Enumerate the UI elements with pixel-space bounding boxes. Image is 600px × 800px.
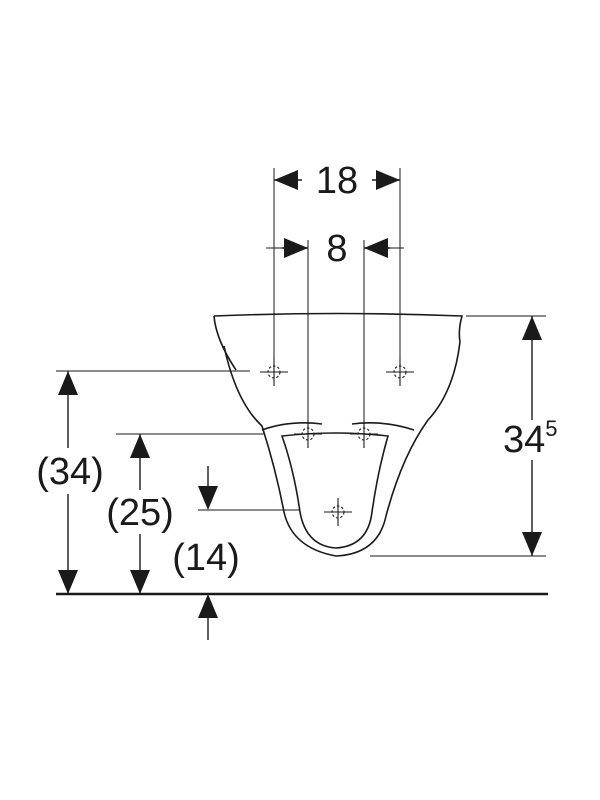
dim-345-main: 34: [503, 419, 545, 461]
dimension-lines: [58, 170, 542, 640]
dim-345-line: [522, 316, 542, 556]
bowl-outer-shell: [223, 341, 461, 557]
bowl-left-rim: [213, 315, 237, 371]
dim-25-line: [130, 434, 150, 594]
bowl-rim: [213, 312, 464, 343]
dim-345-superscript: 5: [545, 416, 557, 441]
bowl-inner-edge: [261, 422, 323, 431]
bowl-inner-edge-right: [351, 422, 415, 431]
dim-18-label: 18: [316, 160, 358, 202]
bowl-front-face: [280, 432, 390, 549]
dim-8-line: [282, 238, 390, 258]
dim-345-label: 345: [503, 416, 558, 461]
dim-34-line: [58, 371, 78, 594]
dim-34-label: (34): [36, 451, 104, 493]
dim-14-label: (14): [172, 537, 240, 579]
dim-25-label: (25): [106, 492, 174, 534]
dim-14-line: [198, 466, 218, 640]
dimension-labels: 18 8 345 (34) (25) (14): [36, 160, 557, 579]
dim-8-label: 8: [326, 228, 347, 270]
drain-hole-icon: [323, 497, 353, 527]
dim-18-line: [274, 170, 400, 190]
